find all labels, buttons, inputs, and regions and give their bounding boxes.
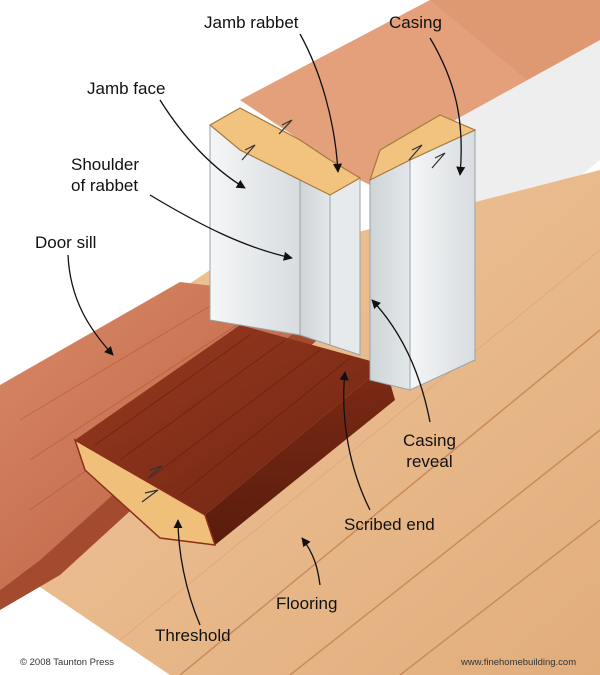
leader-jamb-rabbet	[299, 33, 343, 173]
label-shoulder-of-rabbet-line-2: of rabbet	[71, 176, 139, 195]
leader-casing	[429, 37, 466, 176]
label-shoulder-of-rabbet-line-1: Shoulder	[71, 155, 140, 174]
leader-scribed-end	[339, 371, 371, 511]
leader-jamb-face	[159, 99, 246, 189]
label-jamb-face: Jamb face	[87, 79, 166, 98]
label-casing-reveal-line-1: Casing	[403, 431, 456, 450]
leader-door-sill	[67, 254, 114, 356]
threshold	[73, 325, 395, 546]
label-shoulder-of-rabbet: Shoulder of rabbet	[71, 154, 139, 196]
label-casing-reveal: Casing reveal	[403, 430, 456, 472]
label-threshold: Threshold	[155, 626, 231, 645]
jamb	[208, 107, 362, 356]
copyright-notice: © 2008 Taunton Press	[20, 657, 114, 668]
label-scribed-end: Scribed end	[344, 515, 435, 534]
leader-flooring	[301, 537, 321, 586]
leader-shoulder-of-rabbet	[149, 194, 293, 261]
leader-threshold	[173, 519, 201, 626]
label-flooring: Flooring	[276, 594, 338, 613]
leader-lines	[67, 33, 466, 626]
label-jamb-rabbet: Jamb rabbet	[204, 13, 299, 32]
casing	[368, 114, 477, 391]
label-door-sill: Door sill	[35, 233, 97, 252]
website-url: www.finehomebuilding.com	[461, 657, 577, 668]
label-casing-reveal-line-2: reveal	[406, 452, 453, 471]
leader-casing-reveal	[371, 299, 431, 423]
label-casing: Casing	[389, 13, 442, 32]
